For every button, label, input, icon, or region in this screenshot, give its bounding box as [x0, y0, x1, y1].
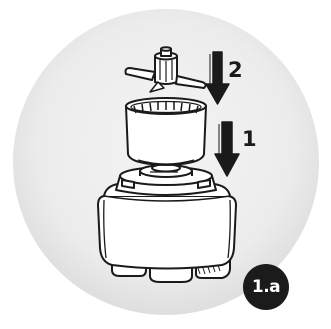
step-badge-label: 1.a [252, 277, 280, 297]
bowl [126, 98, 206, 165]
step-2-label: 2 [228, 60, 243, 81]
step-1-label: 1 [242, 129, 257, 150]
motor-base [98, 184, 236, 282]
step-badge: 1.a [243, 264, 289, 310]
